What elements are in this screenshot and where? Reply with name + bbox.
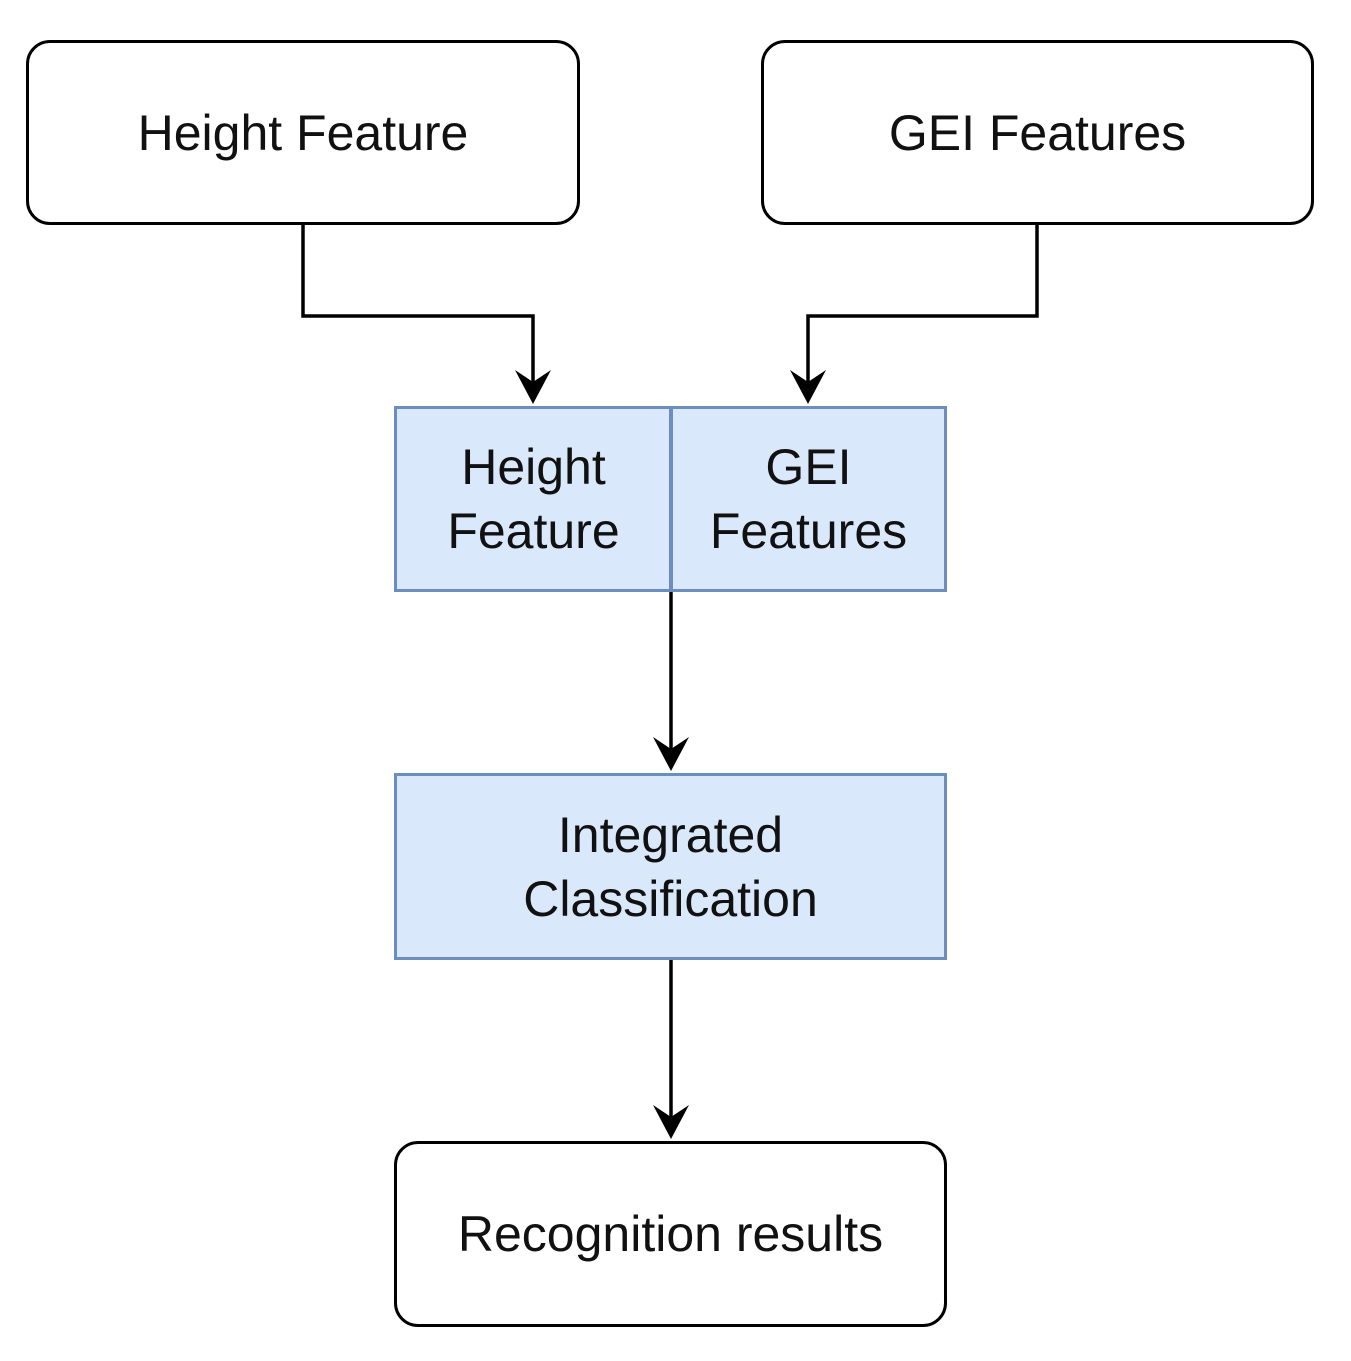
combined-cell-divider bbox=[669, 406, 672, 592]
gei-features-node: GEI Features bbox=[761, 40, 1314, 225]
edge-gei-to-combined bbox=[806, 225, 1039, 385]
edge-combined-to-classification-arrowhead bbox=[653, 737, 689, 771]
edge-height-to-combined-arrowhead bbox=[515, 370, 551, 404]
edge-height-to-combined bbox=[301, 225, 535, 385]
height-feature-node: Height Feature bbox=[26, 40, 580, 225]
edge-gei-to-combined-arrowhead bbox=[790, 370, 826, 404]
combined-gei-features-cell: GEI Features bbox=[670, 406, 947, 592]
combined-height-feature-cell: Height Feature bbox=[394, 406, 670, 592]
integrated-classification-node: Integrated Classification bbox=[394, 773, 947, 960]
recognition-results-node: Recognition results bbox=[394, 1141, 947, 1327]
edge-classification-to-results-arrowhead bbox=[653, 1105, 689, 1139]
